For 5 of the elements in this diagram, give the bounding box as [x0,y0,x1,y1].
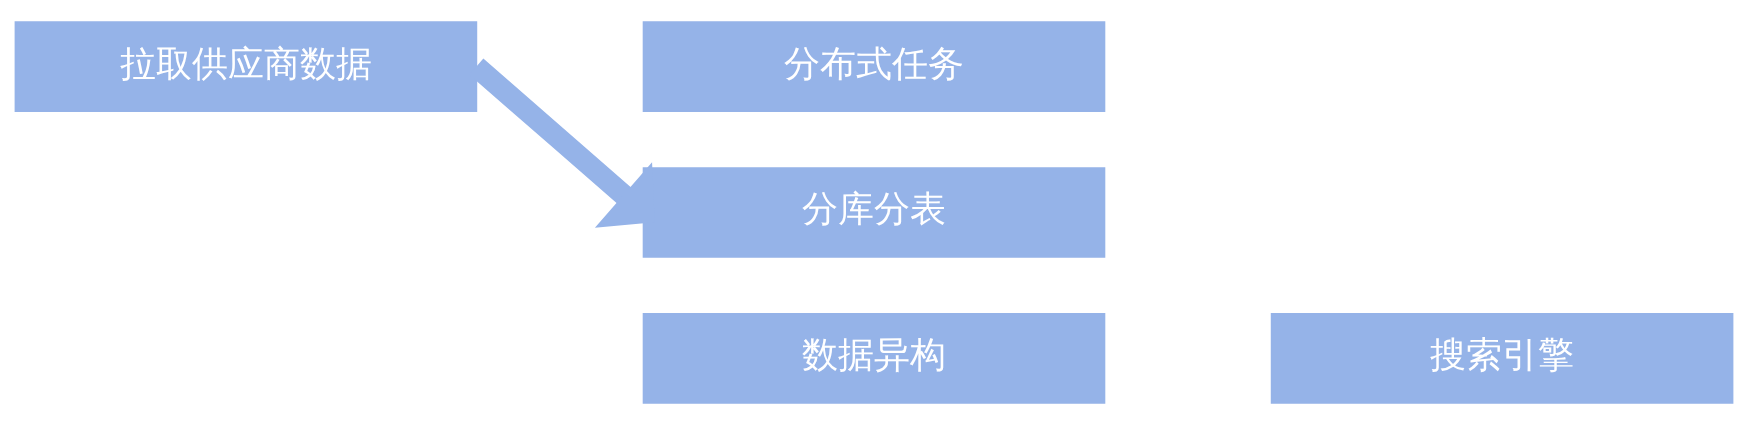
node-box: 数据异构 [642,312,1106,404]
node-box: 分库分表 [642,166,1106,258]
node-box: 搜索引擎 [1270,312,1734,404]
node-box: 拉取供应商数据 [14,20,478,112]
node-box: 分布式任务 [642,20,1106,112]
